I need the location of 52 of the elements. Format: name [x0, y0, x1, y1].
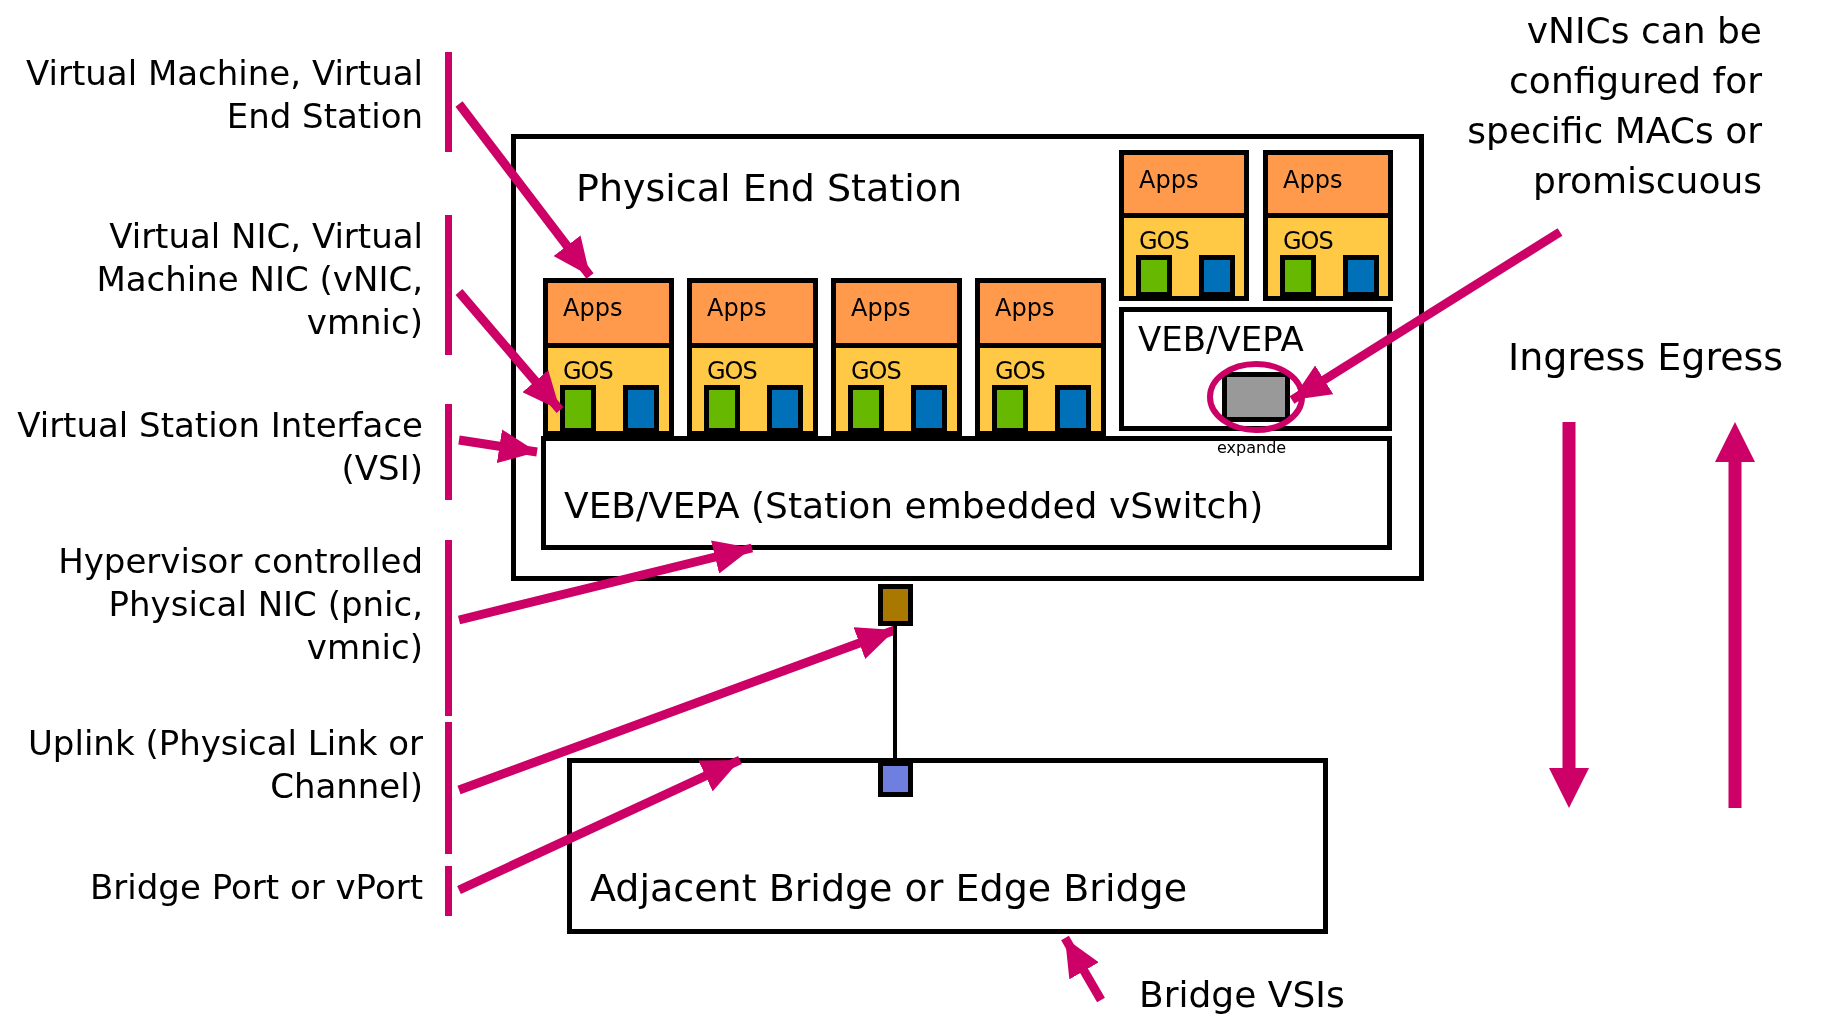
- leader-arrow: [457, 540, 754, 625]
- leader-arrow: [458, 429, 538, 463]
- box-title: VEB/VEPA: [1138, 320, 1304, 360]
- leader-arrow: [457, 755, 742, 895]
- box-title: GOS: [707, 358, 757, 386]
- box-title: Apps: [1139, 167, 1199, 195]
- callout-label: Bridge VSIs: [1139, 972, 1379, 1018]
- callout-label: Bridge Port or vPort: [0, 866, 452, 916]
- box-title: GOS: [851, 358, 901, 386]
- callout-label: Virtual NIC, Virtual Machine NIC (vNIC, vmnic): [0, 215, 452, 355]
- box-title: Apps: [995, 295, 1055, 323]
- callout-label: Virtual Machine, Virtual End Station: [0, 52, 452, 152]
- box-title: GOS: [1283, 228, 1333, 256]
- switch-box: [1119, 307, 1392, 431]
- leader-arrow: [455, 289, 564, 413]
- port-block: [560, 385, 596, 433]
- port-block: [878, 761, 913, 797]
- box-title: Adjacent Bridge or Edge Bridge: [590, 867, 1188, 911]
- tooltip-text: expande: [1217, 438, 1287, 457]
- port-block: [1280, 255, 1316, 297]
- port-block: [848, 385, 884, 433]
- port-block: [704, 385, 740, 433]
- leader-arrow: [455, 101, 594, 279]
- port-block: [992, 385, 1028, 433]
- leader-arrow: [1061, 935, 1105, 1003]
- bridge-box: [567, 758, 1328, 934]
- box-title: Apps: [1283, 167, 1343, 195]
- callout-label: Hypervisor controlled Physical NIC (pnic, vmnic): [0, 540, 452, 716]
- leader-arrow: [1289, 228, 1563, 404]
- box-title: GOS: [995, 358, 1045, 386]
- port-block: [1136, 255, 1172, 297]
- callout-label: Uplink (Physical Link or Channel): [0, 722, 452, 854]
- port-block: [1199, 255, 1235, 297]
- box-title: Apps: [851, 295, 911, 323]
- box-title: VEB/VEPA (Station embedded vSwitch): [564, 485, 1264, 527]
- port-block: [911, 385, 947, 433]
- box-title: Apps: [707, 295, 767, 323]
- port-block: [1343, 255, 1379, 297]
- port-block: [878, 584, 913, 626]
- station-box: [511, 134, 1424, 581]
- port-block: [1222, 372, 1290, 422]
- port-block: [623, 385, 659, 433]
- box-title: GOS: [1139, 228, 1189, 256]
- label-text: Ingress Egress: [1508, 335, 1784, 379]
- box-title: Apps: [563, 295, 623, 323]
- box-title: Physical End Station: [576, 167, 963, 211]
- port-block: [767, 385, 803, 433]
- port-block: [1055, 385, 1091, 433]
- box-title: GOS: [563, 358, 613, 386]
- switch-box: [541, 436, 1392, 550]
- callout-label: vNICs can be configured for specific MACs or promiscuous: [1432, 6, 1762, 216]
- callout-label: Virtual Station Interface (VSI): [0, 404, 452, 500]
